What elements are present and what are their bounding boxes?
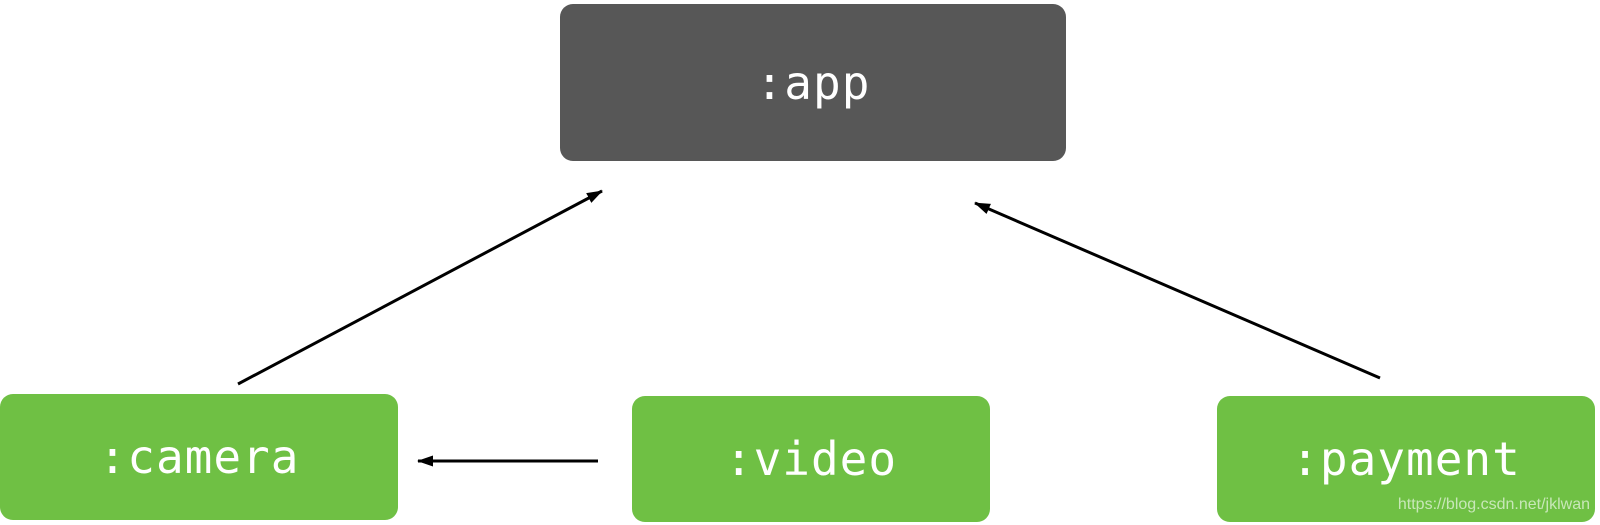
- node-app-label: :app: [755, 55, 871, 110]
- edge-camera-to-app: [237, 189, 603, 386]
- node-video-label: :video: [724, 432, 898, 486]
- node-video: :video: [632, 396, 990, 522]
- edge-payment-to-app: [974, 201, 1381, 380]
- node-payment-label: :payment: [1291, 432, 1521, 486]
- watermark: https://blog.csdn.net/jklwan: [1397, 496, 1590, 513]
- node-app: :app: [560, 4, 1066, 161]
- node-camera: :camera: [0, 394, 398, 520]
- node-camera-label: :camera: [98, 430, 300, 484]
- node-payment: :payment: [1217, 396, 1595, 522]
